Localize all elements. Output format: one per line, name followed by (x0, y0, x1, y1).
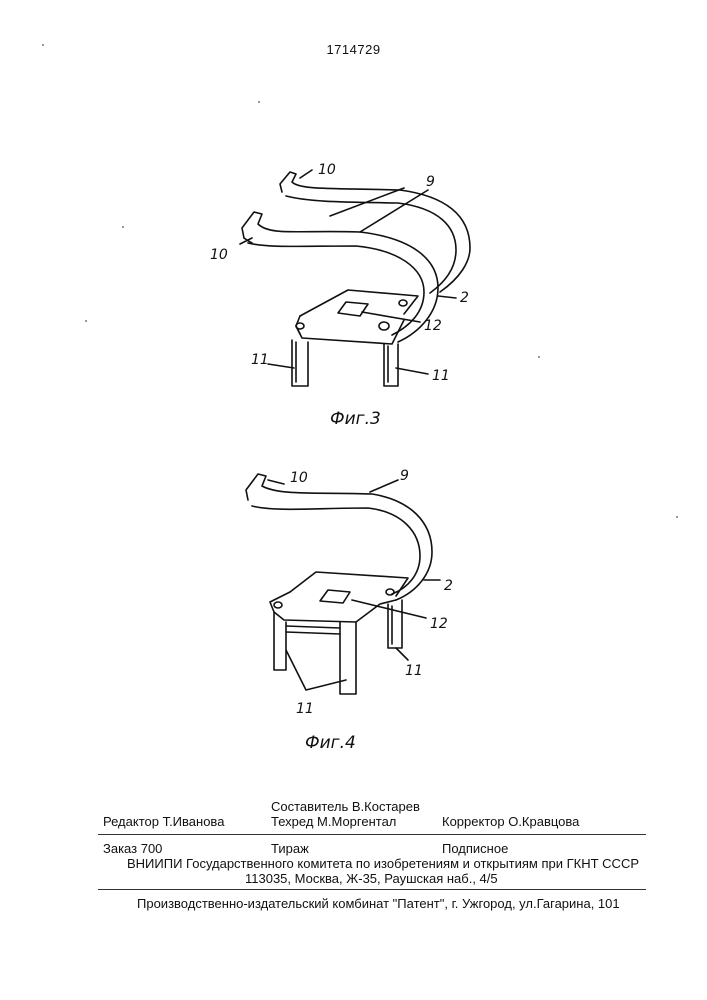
fig4-label-body: 2 (444, 578, 453, 594)
imprint-rule-bottom (98, 889, 646, 890)
fig4-round-hole-left (274, 602, 282, 608)
scan-speck (258, 101, 260, 103)
fig4-strip-inner (252, 506, 420, 594)
imprint-circulation: Тираж (271, 841, 309, 856)
fig4-round-hole-right (386, 589, 394, 595)
fig4-square-hole (320, 590, 350, 603)
scan-speck (676, 516, 678, 518)
scan-speck (122, 226, 124, 228)
imprint-printer: Производственно-издательский комбинат "П… (137, 896, 620, 911)
fig4-label-hole: 12 (430, 616, 448, 632)
figure-4-drawing: 10 9 2 12 11 11 Фиг.4 (0, 0, 707, 780)
imprint-compiler: Составитель В.Костарев (271, 799, 420, 814)
imprint-techred: Техред М.Моргентал (271, 814, 396, 829)
imprint-rule-top (98, 834, 646, 835)
imprint-corrector: Корректор О.Кравцова (442, 814, 579, 829)
fig4-caption: Фиг.4 (305, 733, 356, 753)
imprint-order: Заказ 700 (103, 841, 162, 856)
fig4-leg-front-right (340, 622, 356, 694)
imprint-institute: ВНИИПИ Государственного комитета по изоб… (127, 856, 639, 871)
fig4-label-legs-bottom: 11 (296, 701, 314, 717)
fig4-label-strip: 9 (400, 468, 409, 484)
scan-speck (42, 44, 44, 46)
fig4-label-hook: 10 (290, 470, 308, 486)
imprint-address: 113035, Москва, Ж-35, Раушская наб., 4/5 (245, 871, 498, 886)
fig4-leg-right (388, 600, 402, 648)
scan-speck (538, 356, 540, 358)
imprint-editor: Редактор Т.Иванова (103, 814, 224, 829)
fig4-label-leg-right: 11 (405, 663, 423, 679)
imprint-subscription: Подписное (442, 841, 508, 856)
fig4-strip (246, 474, 432, 600)
scan-speck (85, 320, 87, 322)
